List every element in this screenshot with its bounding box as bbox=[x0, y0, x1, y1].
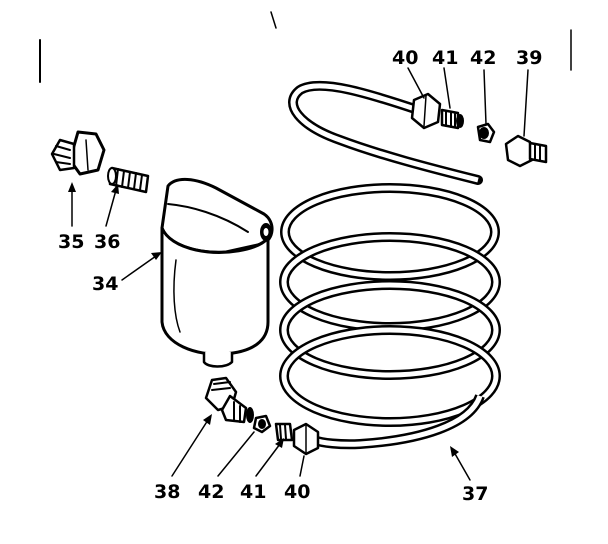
fitting-40-top bbox=[410, 92, 442, 130]
fitting-42-top bbox=[476, 122, 496, 144]
label-40-top: 40 bbox=[392, 47, 418, 69]
label-38: 38 bbox=[154, 481, 180, 503]
fitting-41-bottom bbox=[274, 422, 294, 442]
coiled-hose bbox=[279, 80, 501, 450]
label-42-top: 42 bbox=[470, 47, 496, 69]
label-41-top: 41 bbox=[432, 47, 458, 69]
label-35: 35 bbox=[58, 231, 84, 253]
fitting-42-bottom bbox=[252, 414, 272, 434]
oil-cup-34 bbox=[160, 178, 274, 368]
nipple-36 bbox=[107, 166, 150, 194]
label-40-bottom: 40 bbox=[284, 481, 310, 503]
hose-coil-rings bbox=[279, 183, 501, 427]
fitting-39 bbox=[504, 134, 548, 168]
label-41-bottom: 41 bbox=[240, 481, 266, 503]
leader-lines bbox=[68, 67, 529, 481]
elbow-fitting-38 bbox=[204, 376, 254, 424]
label-34: 34 bbox=[92, 273, 118, 295]
label-37: 37 bbox=[462, 483, 488, 505]
scan-mark-top bbox=[270, 11, 277, 29]
fitting-41-top bbox=[440, 108, 464, 130]
label-36: 36 bbox=[94, 231, 120, 253]
plug-35 bbox=[50, 130, 106, 176]
fitting-40-bottom bbox=[292, 422, 320, 456]
label-42-bottom: 42 bbox=[198, 481, 224, 503]
label-39: 39 bbox=[516, 47, 542, 69]
